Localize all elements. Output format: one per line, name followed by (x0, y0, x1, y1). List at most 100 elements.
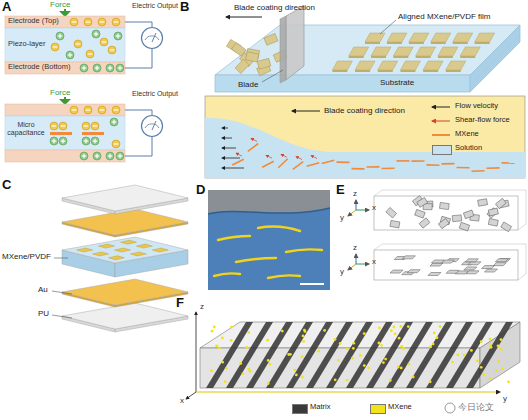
legend-sample (432, 134, 450, 136)
axis-label: x (372, 203, 376, 212)
direction-arrow (226, 17, 262, 18)
random-flake (438, 219, 449, 229)
mxene-dot (489, 377, 492, 380)
mxene-dot (457, 354, 460, 357)
charge-sign (113, 120, 114, 125)
embedded-flake (108, 256, 124, 260)
axis-label: z (353, 243, 357, 252)
mxene-dot (378, 342, 381, 345)
sem-edge (208, 208, 330, 214)
aligned-flake (464, 267, 477, 270)
mxene-dot (500, 338, 503, 341)
axis-line (356, 210, 369, 211)
positive-charge (116, 152, 124, 160)
negative-charge (98, 18, 106, 26)
mxene-line (397, 160, 410, 162)
mxene-dot (397, 366, 400, 369)
aligned-flake (428, 272, 441, 275)
embedded-flake (130, 252, 146, 256)
negative-charge (59, 122, 67, 130)
aligned-flake (390, 270, 403, 273)
mxene-dot (224, 380, 227, 383)
negative-charge (112, 140, 120, 148)
charge-sign (102, 41, 107, 42)
mxene-pvdf-layer (62, 237, 188, 263)
panel-letter: D (196, 183, 205, 198)
mxene-sheet (82, 132, 104, 135)
random-flake (235, 59, 249, 73)
embedded-flake (77, 248, 93, 252)
mxene-dot (302, 340, 305, 343)
mxene-dot (247, 331, 250, 334)
charge-sign (69, 53, 70, 58)
mxene-dot (497, 344, 500, 347)
volume-box-back (374, 244, 526, 280)
output-label: Electric Output (132, 90, 178, 98)
legend-text: Matrix (310, 403, 330, 412)
aligned-flake (465, 259, 478, 262)
legend-swatch (292, 404, 308, 414)
negative-charge (74, 40, 82, 48)
shear-arrow (236, 153, 242, 156)
positive-charge (93, 64, 101, 72)
top-electrode (5, 104, 125, 116)
flake-edge (453, 42, 468, 44)
shear-arrow (311, 155, 317, 158)
aligned-flake (387, 33, 407, 42)
au-layer (62, 279, 188, 305)
aligned-flake (430, 263, 443, 266)
random-flake (386, 207, 397, 217)
mxene-dot (211, 330, 214, 333)
positive-charge (110, 118, 118, 126)
film-label: Aligned MXene/PVDF film (398, 12, 490, 21)
legend-sample (432, 121, 450, 122)
matrix-slab (386, 322, 433, 388)
mxene-dot (436, 336, 439, 339)
positive-charge (116, 64, 124, 72)
mxene-dot (363, 364, 366, 367)
layer-label: Au (38, 285, 48, 294)
flake-edge (446, 70, 461, 72)
mxene-line (248, 144, 258, 152)
legend-text: Flow velocity (455, 102, 498, 111)
leader-line (52, 291, 72, 294)
matrix-slab (426, 322, 473, 388)
negative-charge (51, 43, 59, 51)
mxene-dot (480, 340, 483, 343)
charge-sign (93, 125, 98, 126)
panel-letter: A (2, 0, 11, 15)
volume-box (374, 196, 518, 230)
leader-line (52, 315, 72, 318)
charge-sign (72, 21, 77, 22)
mxene-dot (213, 326, 216, 329)
negative-charge (70, 18, 78, 26)
mxene-dot (408, 363, 411, 366)
mxene-dot (293, 369, 296, 372)
matrix-slab (366, 322, 413, 388)
mxene-dot (384, 358, 387, 361)
bottom-electrode (5, 150, 125, 162)
matrix-slab (326, 322, 373, 388)
matrix-slab (446, 322, 493, 388)
matrix-slab (246, 322, 293, 388)
aligned-flake (332, 61, 352, 70)
panel-letter: C (2, 178, 11, 193)
positive-charge (80, 64, 88, 72)
blade-side (280, 16, 286, 83)
mxene-dot (287, 353, 290, 356)
aligned-flake (402, 256, 415, 259)
charge-sign (114, 143, 119, 144)
flake-edge (355, 70, 370, 72)
axis-label: z (353, 189, 357, 198)
mxene-dot (429, 380, 432, 383)
mxene-line (427, 164, 440, 166)
wire (125, 22, 152, 27)
mxene-dot (363, 332, 366, 335)
charge-sign (109, 66, 110, 71)
mxene-dot (218, 346, 221, 349)
random-flake (257, 58, 271, 69)
section-box (205, 96, 525, 178)
mxene-line (262, 161, 274, 167)
flake-edge (332, 70, 347, 72)
